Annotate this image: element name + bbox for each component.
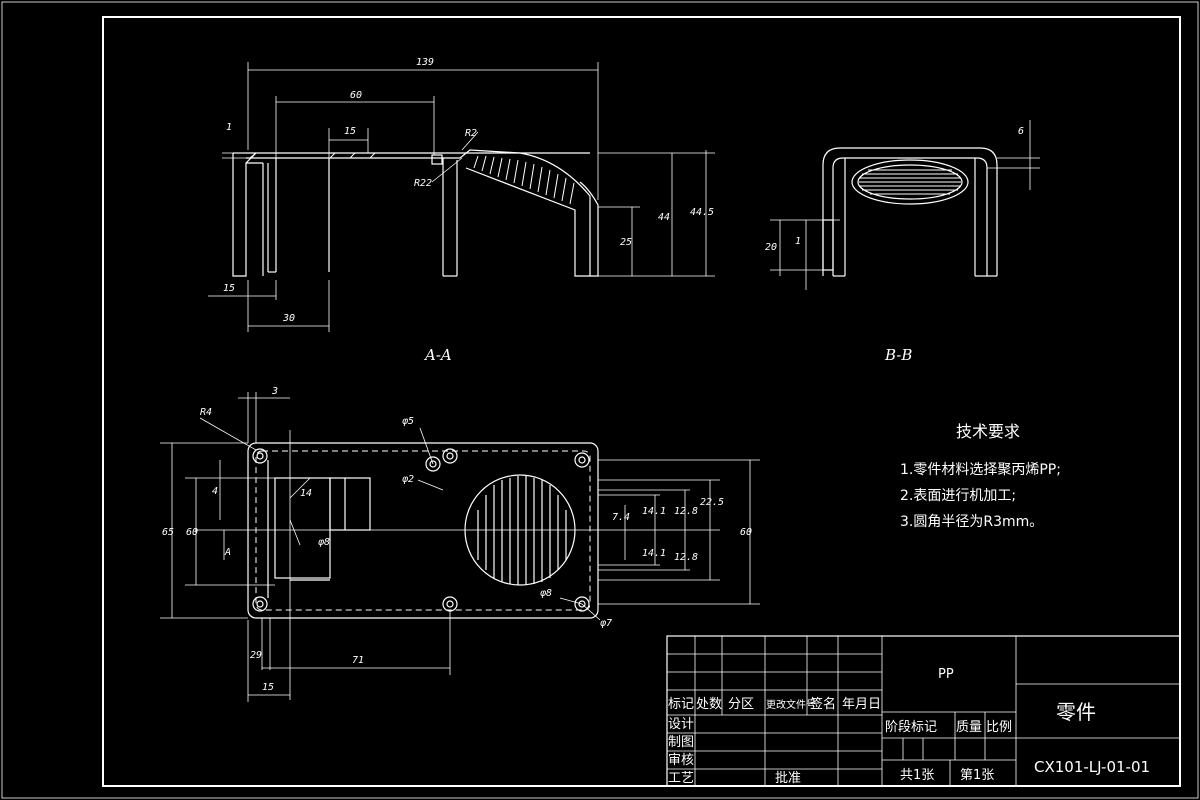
inner-border [102, 16, 1181, 787]
dim-plan-a: A [224, 547, 231, 558]
title-block: 标记 处数 分区 更改文件号 签名 年月日 设计 制图 审核 工艺 批准 PP … [666, 635, 1181, 787]
dim-plan-71: 71 [352, 655, 364, 666]
tb-header-zone: 分区 [728, 697, 754, 712]
dim-plan-phi2: φ2 [402, 474, 414, 485]
dim-plan-14-1b: 14.1 [642, 548, 666, 559]
dim-plan-4: 4 [212, 486, 218, 497]
dim-plan-15: 15 [262, 682, 274, 693]
dim-plan-phi8b: φ8 [540, 588, 552, 599]
section-aa: 139 60 15 1 R2 R22 15 30 25 44 44.5 A-A [208, 57, 715, 364]
dim-r2: R2 [465, 128, 477, 139]
dim-plan-60: 60 [186, 527, 198, 538]
dim-bb-6: 6 [1018, 126, 1024, 137]
dim-44-5: 44.5 [690, 207, 714, 218]
technical-requirements: 技术要求 1.零件材料选择聚丙烯PP; 2.表面进行机加工; 3.圆角半径为R3… [900, 422, 1061, 530]
dim-30: 30 [282, 313, 295, 324]
tb-header-sign: 签名 [810, 696, 836, 712]
tb-header-mark: 标记 [668, 697, 694, 712]
dim-plan-phi8: φ8 [318, 537, 330, 548]
dim-15-top: 15 [344, 126, 356, 137]
plan-view: 3 R4 φ5 φ2 65 60 4 A 14 φ8 60 22.5 12.8 [160, 386, 760, 702]
dim-r22: R22 [414, 178, 432, 189]
dim-plan-phi5: φ5 [402, 416, 414, 427]
dim-plan-12-8: 12.8 [674, 506, 698, 517]
requirement-item-2: 2.表面进行机加工; [900, 488, 1016, 504]
tb-header-docno: 更改文件号 [766, 698, 816, 711]
requirements-title: 技术要求 [956, 422, 1020, 441]
dim-bb-1: 1 [795, 236, 801, 247]
dim-plan-7-4: 7.4 [612, 512, 630, 523]
tb-row-design: 设计 [668, 717, 694, 732]
tb-stage-scale: 比例 [986, 720, 1012, 735]
dim-plan-29: 29 [250, 650, 262, 661]
tb-row-draw: 制图 [668, 735, 694, 750]
dim-1-left: 1 [226, 122, 232, 133]
dim-plan-65: 65 [162, 527, 174, 538]
dim-plan-14: 14 [300, 488, 312, 499]
tb-header-date: 年月日 [842, 697, 881, 712]
tb-material: PP [938, 667, 954, 682]
dim-60: 60 [350, 90, 362, 101]
dim-15-bottom: 15 [223, 283, 235, 294]
label-section-aa: A-A [423, 346, 452, 364]
dim-plan-12-8b: 12.8 [674, 552, 698, 563]
requirement-item-3: 3.圆角半径为R3mm。 [900, 514, 1043, 530]
tb-sheet-no: 第1张 [960, 768, 994, 783]
dim-plan-3: 3 [271, 386, 278, 397]
dim-44: 44 [658, 212, 670, 223]
dim-plan-14-1: 14.1 [642, 506, 666, 517]
tb-header-count: 处数 [696, 697, 722, 712]
label-section-bb: B-B [884, 346, 912, 364]
tb-approve: 批准 [775, 771, 801, 786]
tb-drawing-no: CX101-LJ-01-01 [1034, 758, 1150, 776]
dim-plan-60-right: 60 [740, 527, 752, 538]
dim-bb-20: 20 [765, 242, 777, 253]
dim-139: 139 [416, 57, 434, 68]
requirement-item-1: 1.零件材料选择聚丙烯PP; [900, 462, 1061, 478]
dim-25: 25 [620, 237, 632, 248]
tb-sheets: 共1张 [900, 768, 934, 783]
tb-part-name: 零件 [1056, 700, 1096, 724]
tb-row-check: 审核 [668, 753, 694, 768]
dim-plan-phi7: φ7 [600, 618, 612, 629]
tb-stage-mark: 阶段标记 [885, 720, 937, 735]
section-bb: 20 1 6 B-B [765, 120, 1040, 364]
dim-plan-22-5: 22.5 [700, 497, 724, 508]
tb-stage-mass: 质量 [956, 720, 982, 735]
dim-plan-r4: R4 [200, 407, 212, 418]
tb-row-process: 工艺 [668, 771, 694, 786]
